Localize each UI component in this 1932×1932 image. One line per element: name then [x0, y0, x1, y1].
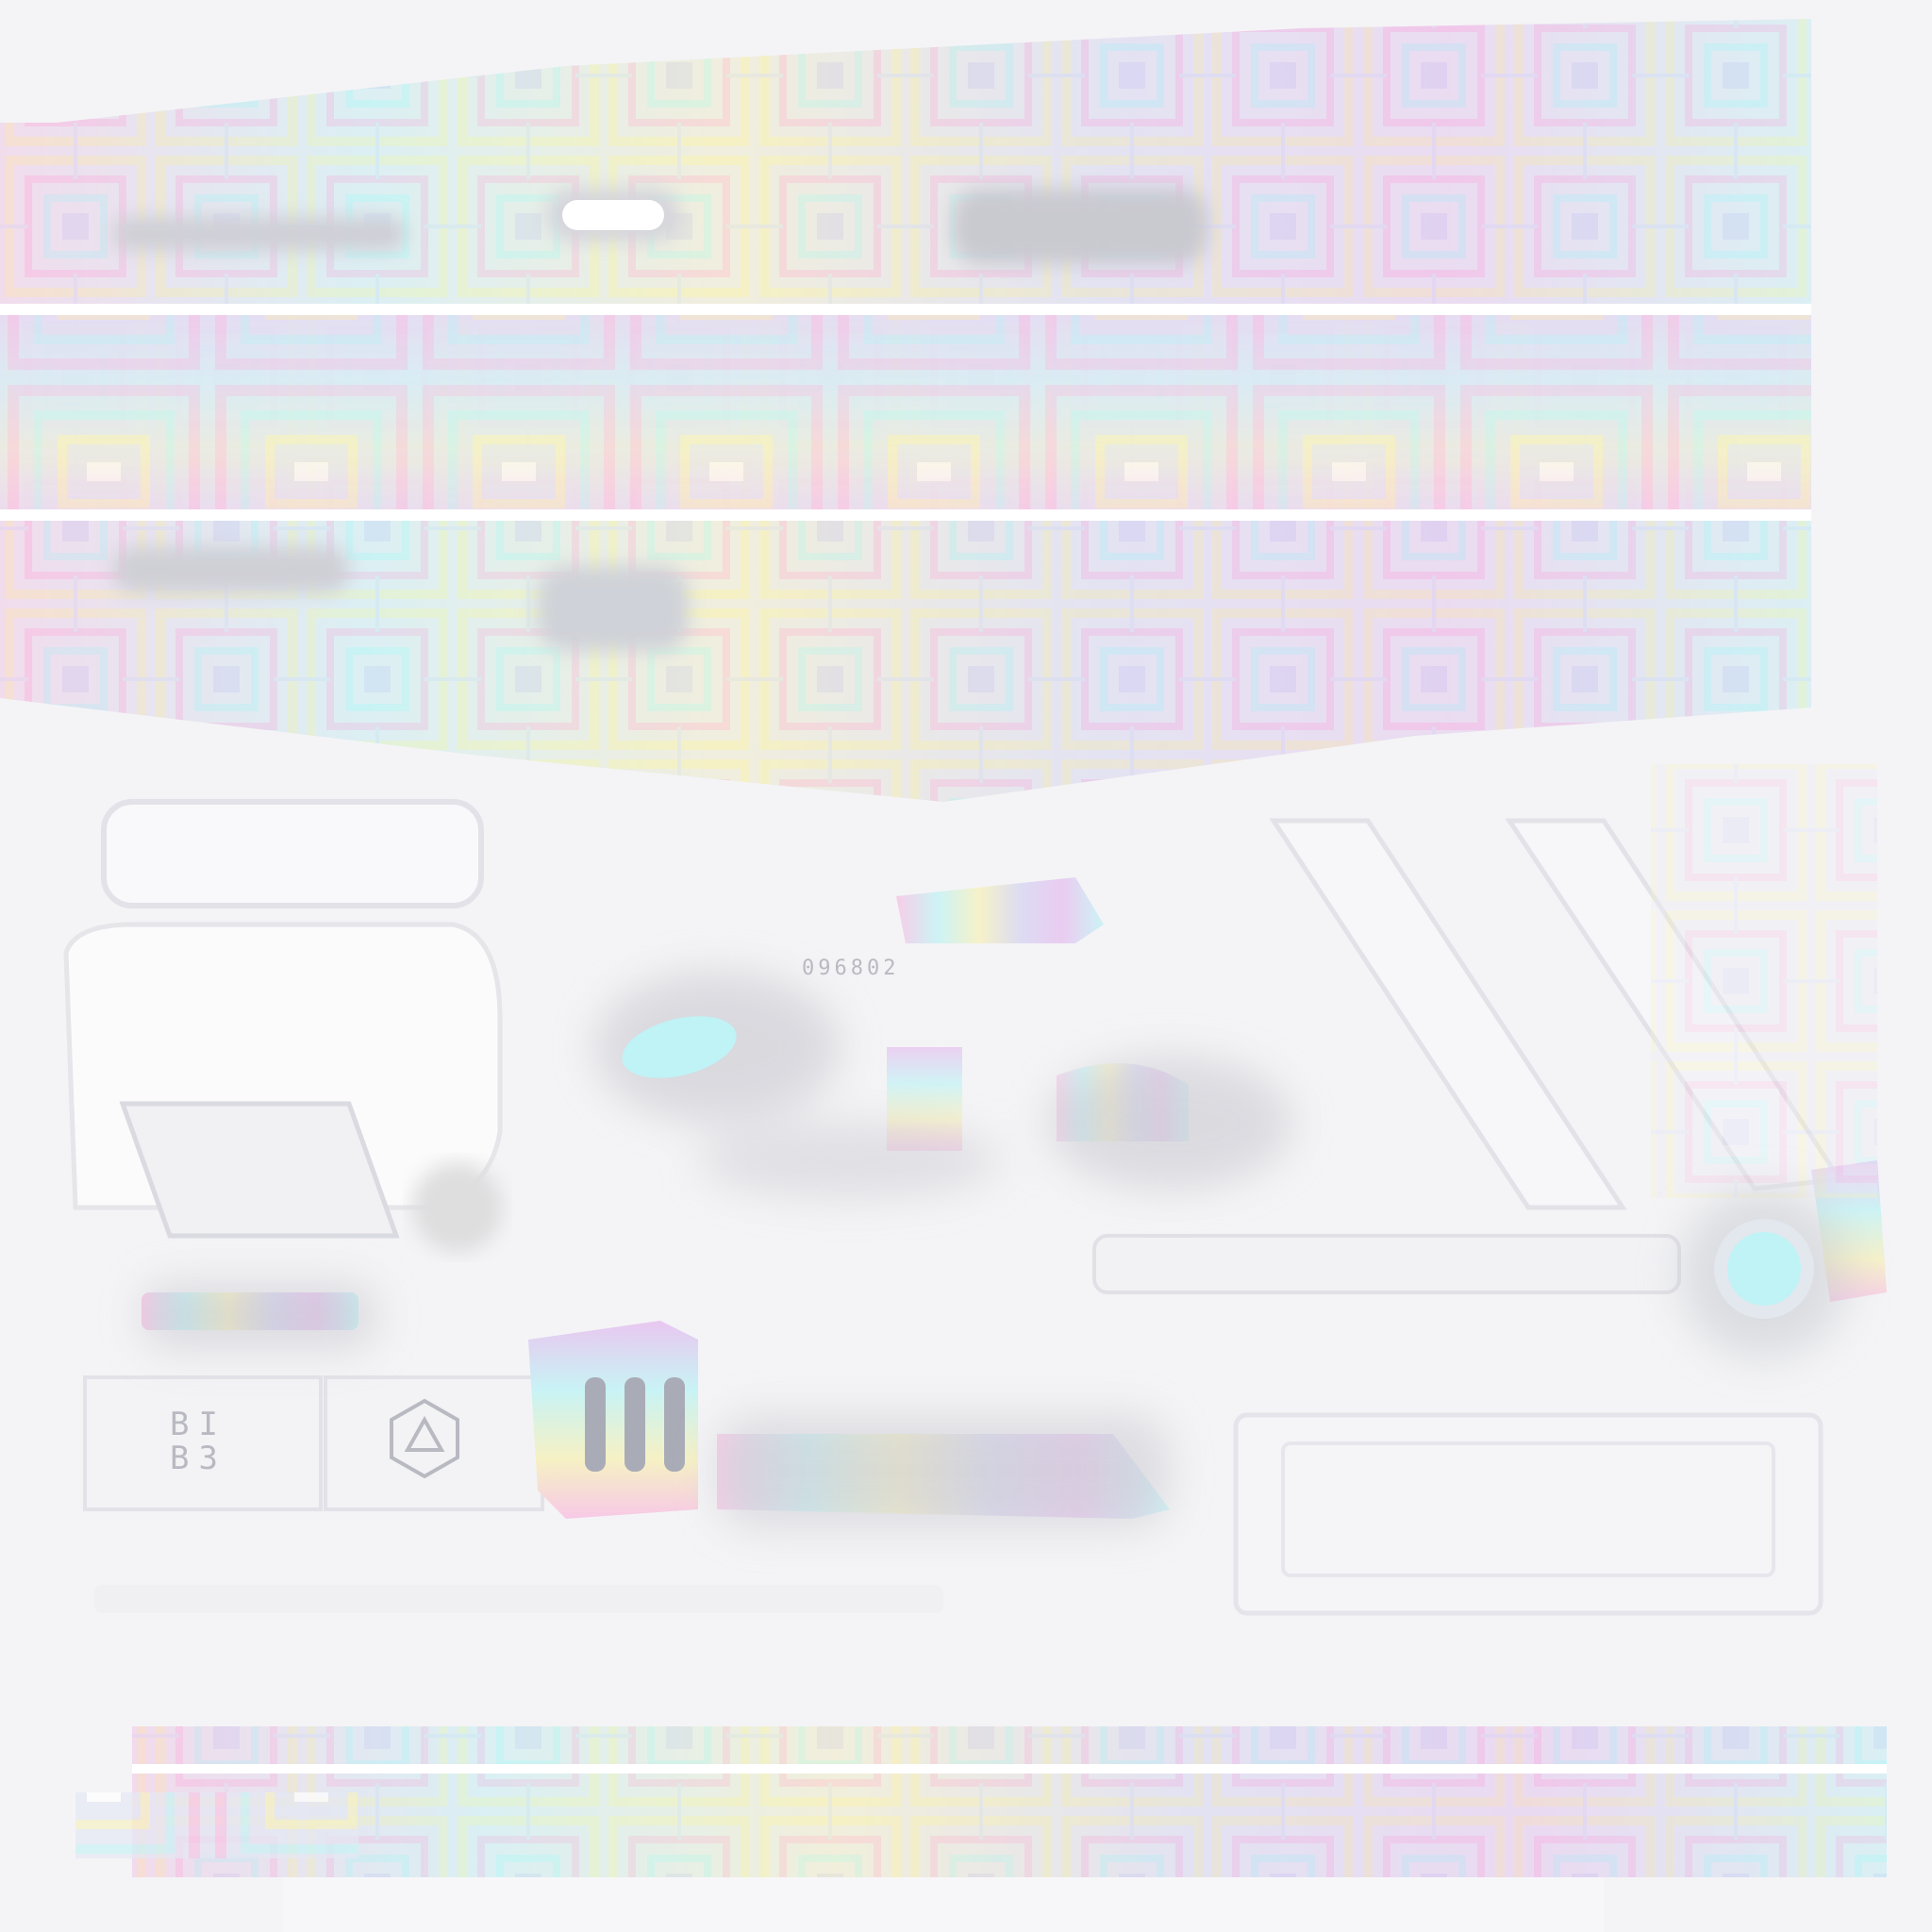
logo-text: BI B3: [170, 1406, 227, 1477]
part-shadows: [142, 972, 1849, 1528]
holo-band-top: [0, 19, 1811, 802]
hex-logo-icon: [390, 1398, 459, 1479]
serial-number: 096802: [802, 957, 900, 980]
holo-band-bottom: [75, 1726, 1887, 1877]
bottom-margin: [283, 1877, 1604, 1932]
cyan-ring: [1714, 1219, 1814, 1319]
dark-knob: [412, 1162, 503, 1253]
white-panels: [63, 799, 1844, 1616]
slot-highlight: [562, 200, 664, 230]
cyan-lens: [622, 1016, 737, 1078]
